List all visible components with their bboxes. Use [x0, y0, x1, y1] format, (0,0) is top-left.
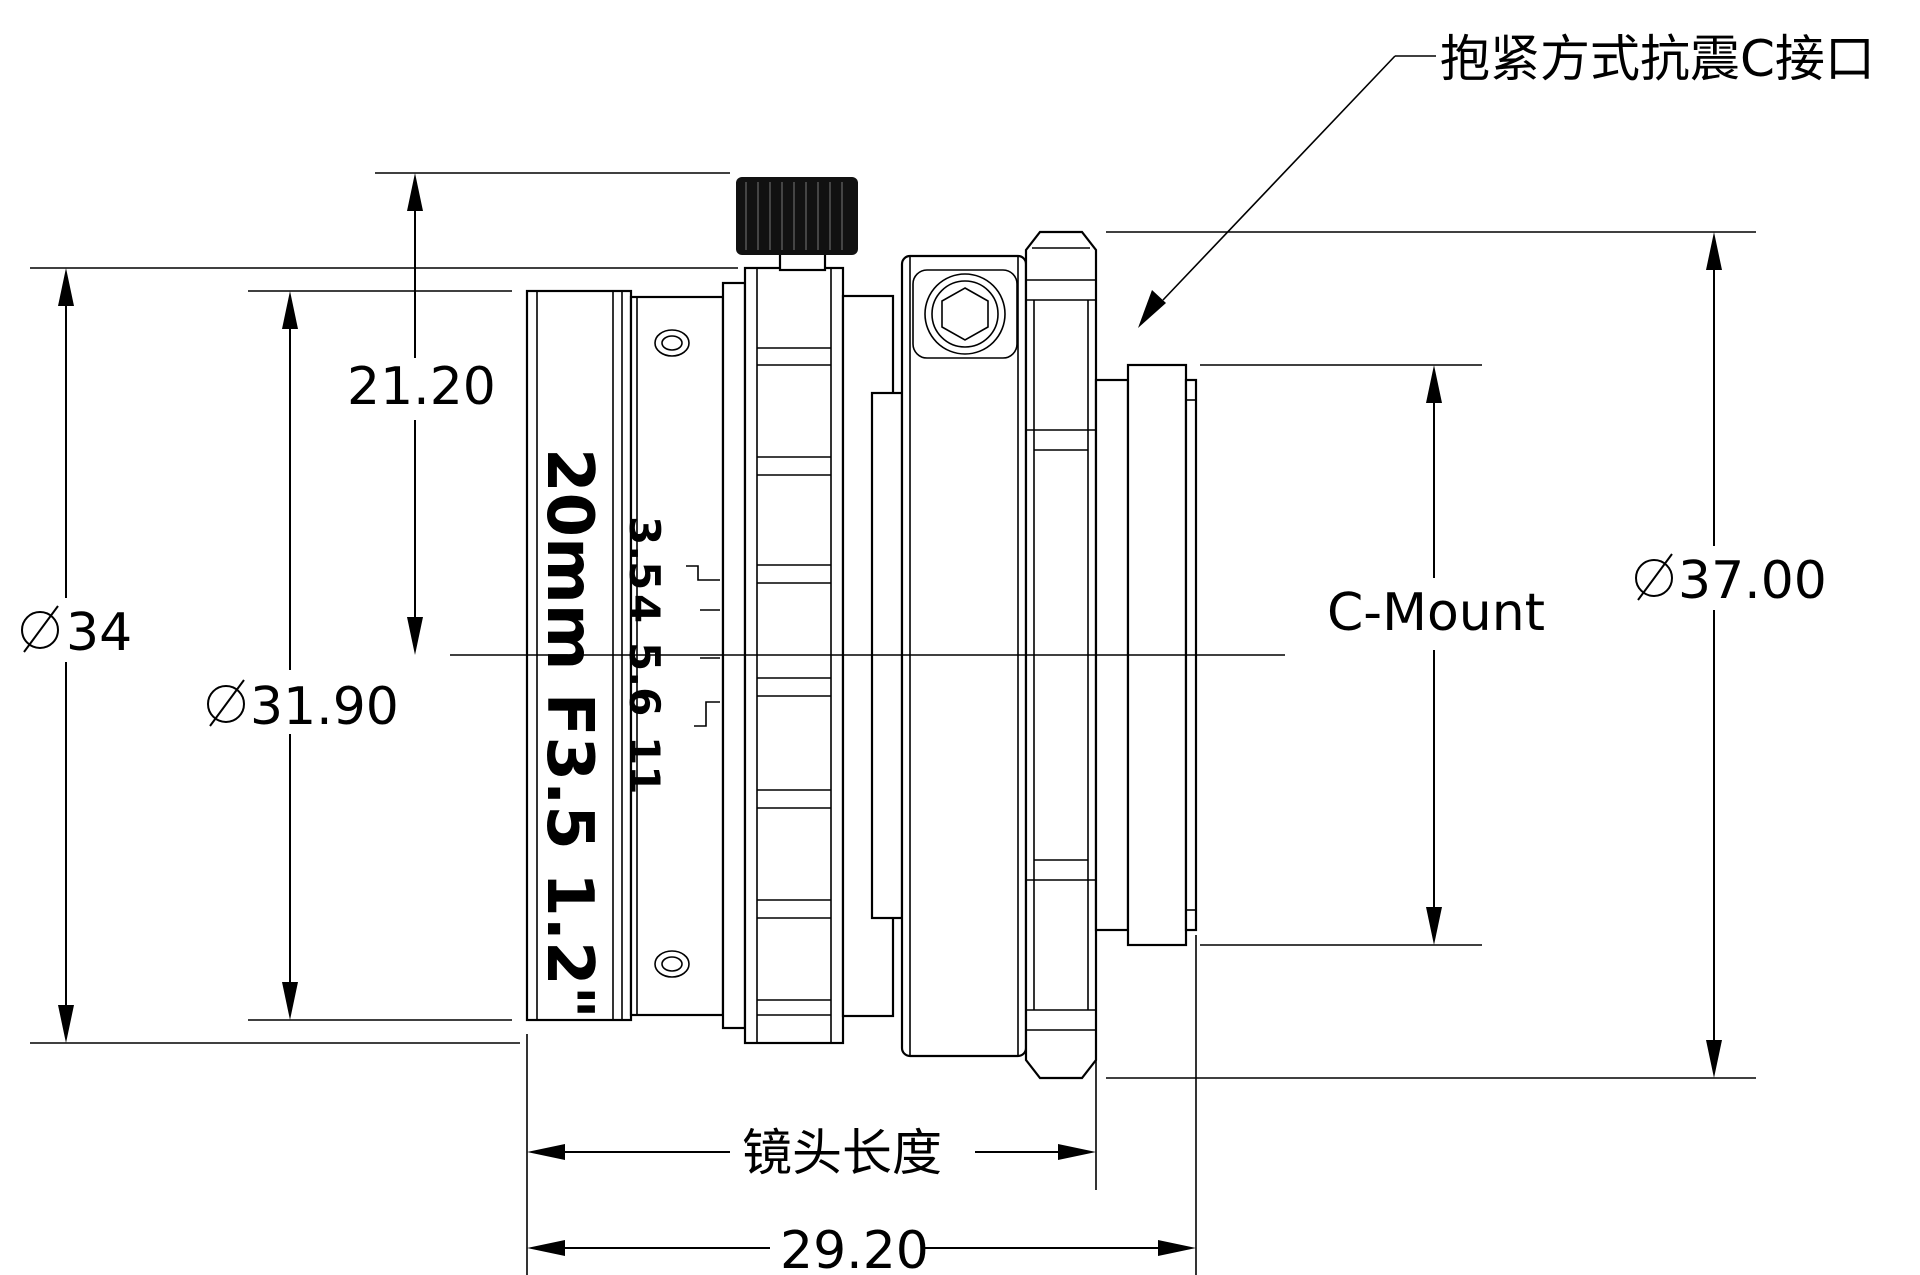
dim-value-31-90: 31.90 [250, 677, 399, 737]
dim-value-29-20: 29.20 [780, 1221, 929, 1275]
aperture-ring [629, 295, 725, 1017]
dim-value-37-00: 37.00 [1678, 551, 1827, 611]
callout-mount-type: 抱紧方式抗震C接口 [1440, 30, 1875, 88]
focus-ring-facets [757, 347, 831, 1016]
diameter-symbol-icon [21, 605, 59, 653]
lens-body [525, 177, 1198, 1080]
dim-value-21-20: 21.20 [347, 357, 496, 417]
lens-markings: 20mm F3.5 1.2" 3.5 4 5.6 11 [532, 448, 720, 1019]
dim-length-29-20: 29.20 [527, 935, 1197, 1275]
lens-spec-label: 20mm F3.5 1.2" [532, 448, 606, 1019]
aperture-tick [694, 701, 720, 727]
clamp-collar [900, 254, 1028, 1058]
locking-knob-icon[interactable] [736, 177, 858, 255]
dim-diameter-31-90: 31.90 [196, 290, 512, 1021]
dim-diameter-37-00: 37.00 [1106, 231, 1827, 1079]
diameter-symbol-icon [207, 679, 245, 727]
aperture-tick [686, 565, 720, 581]
dim-value-34: 34 [66, 603, 132, 663]
aperture-value-5.6: 5.6 [620, 642, 669, 716]
mount-callout: 抱紧方式抗震C接口 [1138, 30, 1875, 328]
aperture-value-3.5: 3.5 [620, 516, 669, 590]
dim-label-lens-length: 镜头长度 [742, 1124, 942, 1182]
aperture-value-11: 11 [620, 736, 669, 794]
dim-value-c-mount: C-Mount [1327, 583, 1545, 643]
screw-top-icon [654, 329, 690, 357]
dim-lens-length: 镜头长度 [526, 1030, 1097, 1275]
aperture-value-4: 4 [620, 594, 669, 623]
dim-c-mount: C-Mount [1200, 364, 1560, 946]
screw-bottom-icon [654, 950, 690, 978]
hex-socket-screw-icon [912, 269, 1018, 359]
dim-diameter-34: 34 [14, 267, 738, 1044]
dim-height-21-20: 21.20 [344, 172, 730, 655]
diameter-symbol-icon [1635, 553, 1673, 601]
